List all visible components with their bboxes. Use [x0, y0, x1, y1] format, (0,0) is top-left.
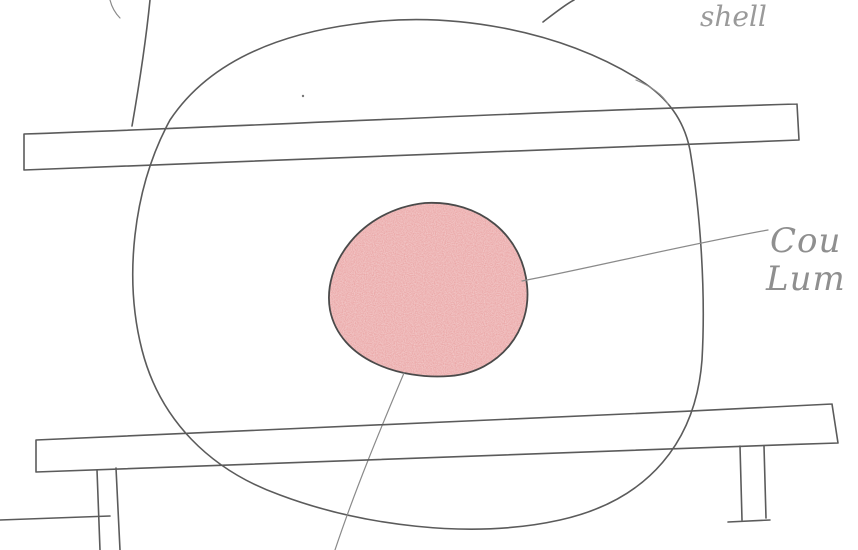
leader-line-lumen: [522, 230, 768, 281]
lower-rail: [36, 404, 838, 472]
pencil-dot: [302, 95, 304, 97]
lumen-fill: [329, 203, 528, 377]
lumen-label: Lum: [765, 259, 846, 299]
cou-label: Cou: [770, 221, 841, 261]
lumen-group: [329, 203, 528, 377]
leader-mark-top-left: [110, 0, 120, 18]
shell-overlap-stroke: [636, 80, 668, 104]
right-leg: [728, 446, 770, 522]
shell-label: shell: [700, 0, 767, 33]
leader-line-top-left: [132, 0, 150, 126]
left-leg: [97, 468, 120, 550]
floor-line: [0, 516, 110, 520]
upper-rail: [24, 104, 799, 170]
leader-line-top-right: [543, 0, 574, 22]
